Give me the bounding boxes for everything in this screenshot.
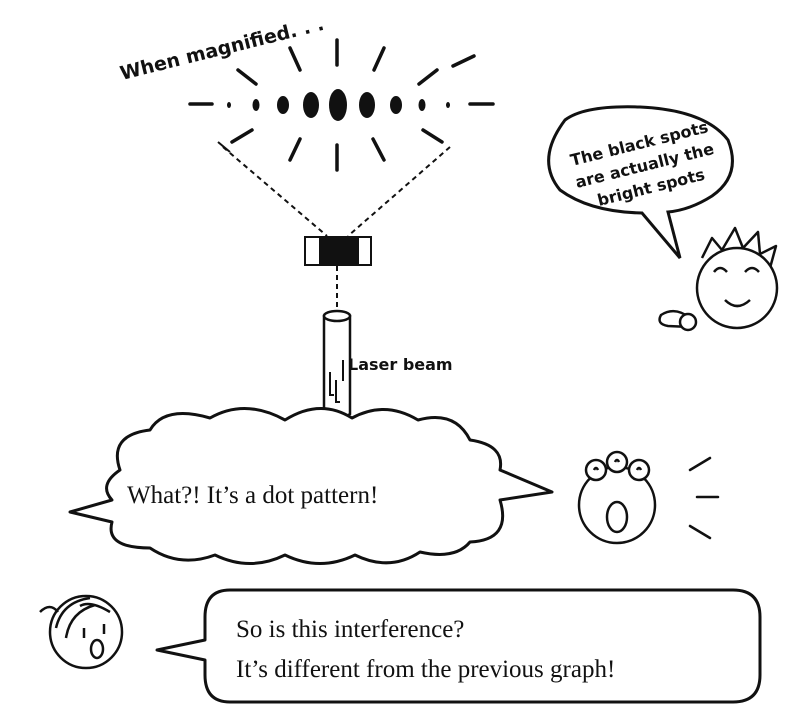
spot (446, 102, 450, 108)
spot (277, 96, 289, 114)
projection-lines (222, 146, 451, 310)
laser-beam-label: Laser beam (348, 355, 453, 374)
spot (390, 96, 402, 114)
bottom-speech-bubble: So is this interference? It’s different … (155, 588, 762, 704)
spot (252, 99, 260, 111)
worried-character (39, 594, 124, 670)
spot (227, 102, 231, 108)
laser-pointer (322, 309, 352, 421)
shock-lines (688, 456, 720, 540)
bottom-bubble-line-1: So is this interference? (236, 616, 464, 643)
emphasis-rays (188, 38, 495, 172)
magnified-label: When magnified. . . (118, 13, 326, 85)
spot (303, 92, 319, 118)
bottom-bubble-line-2: It’s different from the previous graph! (236, 656, 615, 683)
dot-pattern (227, 89, 450, 121)
surprised-character (577, 450, 657, 545)
slide (304, 236, 372, 266)
spiky-speech-bubble: The black spots are actually the bright … (547, 105, 734, 259)
cloud-speech-bubble: What?! It’s a dot pattern! (68, 407, 554, 565)
spot-center (329, 89, 347, 121)
spiky-character (658, 226, 779, 332)
cloud-bubble-text: What?! It’s a dot pattern! (127, 482, 378, 509)
spot (418, 99, 426, 111)
tick-mark (217, 141, 231, 153)
spot (359, 92, 375, 118)
